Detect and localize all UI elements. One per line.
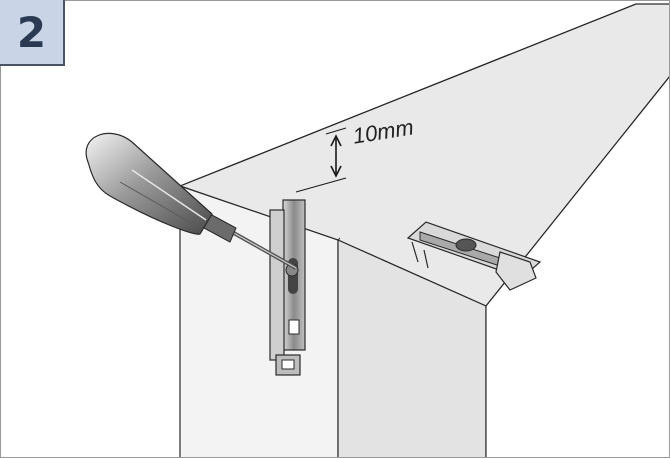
frame-inner-face	[337, 239, 487, 458]
step-number-badge: 2	[0, 0, 65, 66]
frame-opening	[485, 75, 670, 458]
measurement-arrow	[295, 127, 347, 193]
mounting-bracket-icon	[269, 199, 306, 376]
ceiling-clip-icon	[406, 221, 542, 291]
screwdriver-icon	[85, 132, 297, 270]
